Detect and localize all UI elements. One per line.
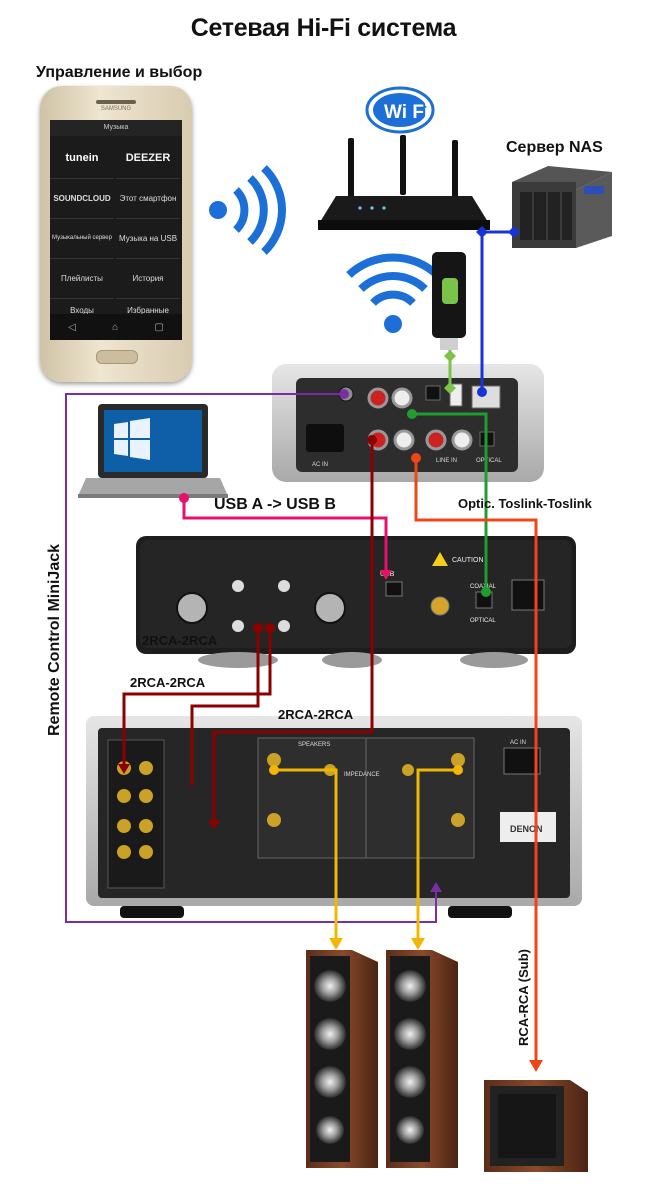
remote-control-cable bbox=[65, 393, 437, 923]
wifi-signal-icon bbox=[346, 253, 440, 333]
dac-optical-label: OPTICAL bbox=[470, 618, 496, 624]
amp-impedance-label: IMPEDANCE bbox=[344, 772, 380, 778]
rca-cable-dac-amp-1 bbox=[190, 628, 260, 786]
smartphone: SAMSUNG Музыка tunein DEEZER SOUNDCLOUD … bbox=[40, 86, 192, 382]
recent-icon[interactable]: ▢ bbox=[154, 321, 164, 333]
phone-home-button bbox=[96, 350, 138, 364]
amplifier-unit bbox=[86, 716, 582, 918]
sub-cable-label: RCA-RCA (Sub) bbox=[516, 949, 531, 1046]
remote-control-label: Remote Control MiniJack bbox=[46, 543, 63, 736]
rca-cable-streamer-amp bbox=[212, 440, 374, 826]
wifi-logo-text: Wi Fi bbox=[384, 102, 429, 123]
back-icon[interactable]: ◁ bbox=[68, 321, 76, 333]
optical-cable-label: Optic. Toslink-Toslink bbox=[458, 496, 592, 511]
tile-history[interactable]: История bbox=[116, 258, 180, 299]
optical-cable bbox=[412, 412, 488, 590]
tile-tunein[interactable]: tunein bbox=[50, 138, 114, 179]
rca-label-dac: 2RCA-2RCA bbox=[142, 633, 218, 648]
sub-rca-cable bbox=[414, 458, 538, 1060]
control-label: Управление и выбор bbox=[36, 64, 203, 81]
streamer-ac-label: AC IN bbox=[312, 462, 328, 468]
dac-unit bbox=[136, 536, 576, 668]
tile-soundcloud[interactable]: SOUNDCLOUD bbox=[50, 178, 114, 219]
phone-speaker bbox=[96, 100, 136, 104]
speaker-cable-left bbox=[274, 768, 338, 940]
subwoofer-icon bbox=[484, 1080, 588, 1172]
phone-screen: Музыка tunein DEEZER SOUNDCLOUD Этот сма… bbox=[50, 120, 182, 340]
speaker-cable-right bbox=[416, 768, 458, 940]
streamer-optical-label: OPTICAL bbox=[476, 458, 502, 464]
nas-label: Сервер NAS bbox=[506, 139, 603, 156]
tile-music-usb[interactable]: Музыка на USB bbox=[116, 218, 180, 259]
rca-label-dac-amp: 2RCA-2RCA bbox=[130, 675, 206, 690]
rca-label-streamer-amp: 2RCA-2RCA bbox=[278, 707, 354, 722]
home-icon[interactable]: ⌂ bbox=[112, 321, 119, 333]
tile-deezer[interactable]: DEEZER bbox=[116, 138, 180, 179]
nas-server-icon bbox=[512, 166, 612, 248]
phone-nav-bar: ◁ ⌂ ▢ bbox=[50, 314, 182, 340]
left-floorstanding-speaker-icon bbox=[306, 950, 378, 1168]
streamer-line-in-label: LINE IN bbox=[436, 458, 457, 464]
usb-cable-label: USB A -> USB B bbox=[214, 496, 336, 513]
diagram-title: Сетевая Hi-Fi система bbox=[190, 14, 457, 42]
amp-acin-label: AC IN bbox=[510, 740, 526, 746]
dac-caution-label: CAUTION bbox=[452, 557, 484, 564]
usb-wifi-dongle-icon bbox=[432, 252, 466, 350]
phone-brand: SAMSUNG bbox=[100, 106, 132, 112]
phone-wifi-signal-icon bbox=[209, 165, 286, 255]
router-icon bbox=[318, 135, 490, 230]
amp-speakers-label: SPEAKERS bbox=[298, 742, 330, 748]
app-title: Музыка bbox=[50, 120, 182, 136]
tile-music-server[interactable]: Музыкальный сервер bbox=[50, 218, 114, 259]
amp-brand-label: DENON bbox=[510, 824, 543, 834]
laptop-icon bbox=[78, 404, 228, 498]
dac-coaxial-label: COAXIAL bbox=[470, 584, 497, 590]
wifi-logo-icon bbox=[365, 86, 435, 134]
tile-playlists[interactable]: Плейлисты bbox=[50, 258, 114, 299]
tile-this-phone[interactable]: Этот смартфон bbox=[116, 178, 180, 219]
right-floorstanding-speaker-icon bbox=[386, 950, 458, 1168]
usb-cable bbox=[182, 498, 388, 576]
rca-cable-dac-amp-2 bbox=[122, 628, 272, 768]
